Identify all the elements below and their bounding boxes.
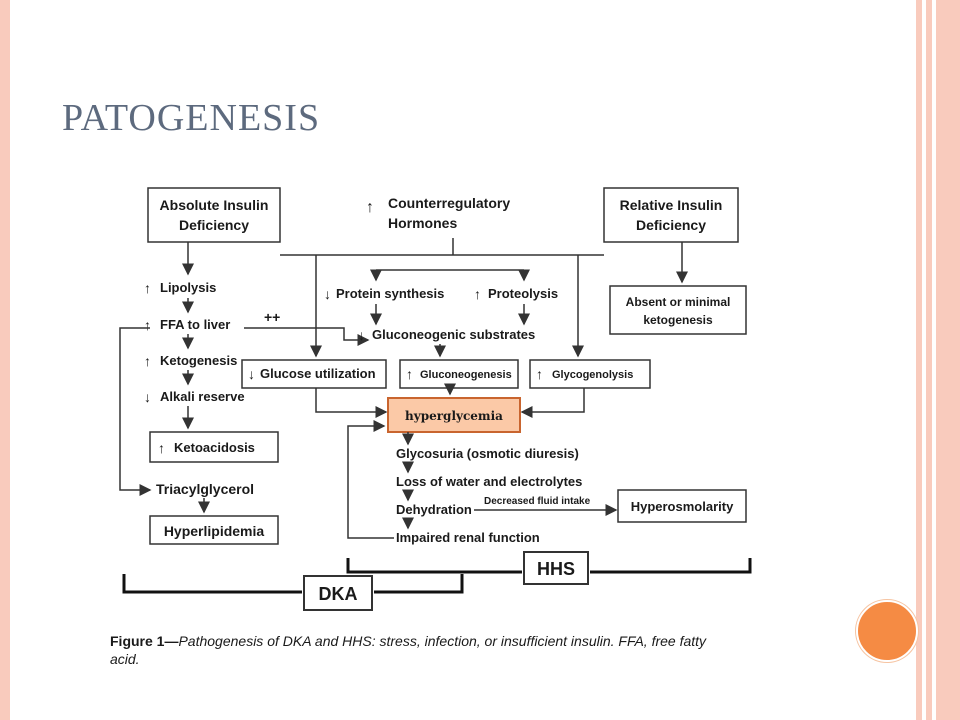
gluconeogenic-arrow-down-icon: ↓ <box>358 327 365 343</box>
decreased-fluid-label: Decreased fluid intake <box>484 496 591 507</box>
hyperglycemia-label: hyperglycemia <box>405 409 503 423</box>
hhs-label: HHS <box>537 559 575 579</box>
absent-ketogenesis-box <box>609 285 747 335</box>
gluconeogenesis-label: Gluconeogenesis <box>420 369 512 381</box>
glycosuria-label: Glycosuria (osmotic diuresis) <box>396 446 579 461</box>
triacylglycerol-label: Triacylglycerol <box>156 481 254 497</box>
absolute-deficiency-box <box>147 187 281 243</box>
hyperlipidemia-box <box>149 515 279 545</box>
relative-deficiency-line2: Deficiency <box>636 217 706 233</box>
glycogenolysis-arrow-up-icon: ↑ <box>536 366 543 382</box>
gluconeogenesis-box <box>399 359 519 389</box>
hyperosmolarity-box <box>617 489 747 523</box>
relative-deficiency-box <box>603 187 739 243</box>
glucose-utilization-box <box>241 359 387 389</box>
counterregulatory-line2: Hormones <box>388 215 457 231</box>
glucose-utilization-arrow-down-icon: ↓ <box>248 366 255 382</box>
gluconeogenesis-arrow-up-icon: ↑ <box>406 366 413 382</box>
absolute-deficiency-line1: Absolute Insulin <box>160 197 269 213</box>
gluconeogenic-substrates-label: Gluconeogenic substrates <box>372 327 535 342</box>
lipolysis-arrow-up-icon: ↑ <box>144 280 151 296</box>
proteolysis-arrow-up-icon: ↑ <box>474 286 481 302</box>
protein-synthesis-label: Protein synthesis <box>336 286 444 301</box>
slide-frame-left <box>0 0 10 720</box>
absolute-deficiency-line2: Deficiency <box>179 217 249 233</box>
renal-feedback-arrow <box>347 420 394 539</box>
ffa-arrow-up-icon: ↑ <box>144 317 151 333</box>
pathogenesis-diagram: Absolute Insulin Deficiency ↑ Counterreg… <box>110 187 752 667</box>
caption-label: Figure 1— <box>110 633 178 649</box>
hyperlipidemia-label: Hyperlipidemia <box>164 523 265 539</box>
ffa-to-gluconeogenic-arrow <box>244 327 370 346</box>
alkali-reserve-label: Alkali reserve <box>160 389 245 404</box>
relative-deficiency-line1: Relative Insulin <box>620 197 723 213</box>
ketogenesis-label: Ketogenesis <box>160 353 237 368</box>
caption-line1: Pathogenesis of DKA and HHS: stress, inf… <box>178 633 707 649</box>
decorative-orb <box>856 600 918 662</box>
ffa-to-triacylglycerol-arrow <box>119 327 152 496</box>
ketoacidosis-label: Ketoacidosis <box>174 440 255 455</box>
ffa-to-liver-label: FFA to liver <box>160 317 230 332</box>
ketoacidosis-box <box>149 431 279 463</box>
counterregulatory-line1: Counterregulatory <box>388 195 510 211</box>
glycogenolysis-label: Glycogenolysis <box>552 369 633 381</box>
lipolysis-label: Lipolysis <box>160 280 216 295</box>
alkali-arrow-down-icon: ↓ <box>144 389 151 405</box>
absent-ketogenesis-line1: Absent or minimal <box>626 295 731 309</box>
impaired-renal-label: Impaired renal function <box>396 530 540 545</box>
hhs-box <box>523 551 589 585</box>
protein-synthesis-arrow-down-icon: ↓ <box>324 286 331 302</box>
slide-frame-right <box>916 0 960 720</box>
figure-caption: Figure 1—Pathogenesis of DKA and HHS: st… <box>110 633 707 649</box>
dka-label: DKA <box>319 584 358 604</box>
slide-title: PATOGENESIS <box>62 97 321 139</box>
plus-plus-label: ++ <box>264 309 280 325</box>
absent-ketogenesis-line2: ketogenesis <box>643 313 713 327</box>
loss-water-label: Loss of water and electrolytes <box>396 474 582 489</box>
dehydration-label: Dehydration <box>396 502 472 517</box>
proteolysis-label: Proteolysis <box>488 286 558 301</box>
hyperglycemia-box <box>387 397 521 433</box>
hyperosmolarity-label: Hyperosmolarity <box>631 499 734 514</box>
ketoacidosis-arrow-up-icon: ↑ <box>158 440 165 456</box>
glycogenolysis-box <box>529 359 651 389</box>
dka-box <box>303 575 373 611</box>
counterregulatory-arrow-up-icon: ↑ <box>366 199 374 216</box>
glucose-utilization-label: Glucose utilization <box>260 366 376 381</box>
caption-line2: acid. <box>110 651 140 667</box>
ketogenesis-arrow-up-icon: ↑ <box>144 353 151 369</box>
